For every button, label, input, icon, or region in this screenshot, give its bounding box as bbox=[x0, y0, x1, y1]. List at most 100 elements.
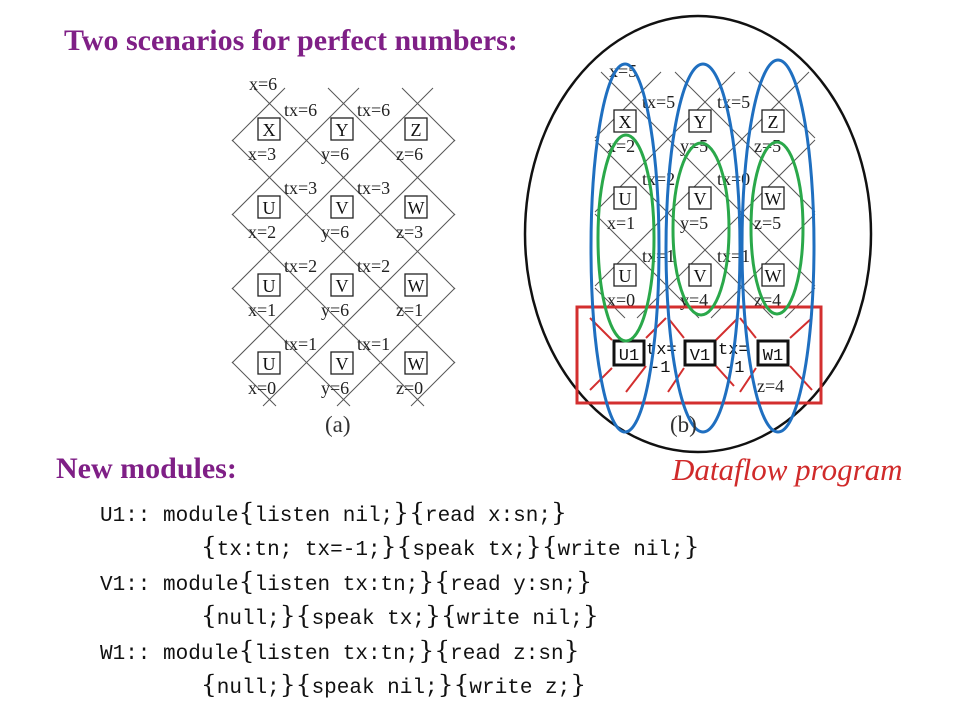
b-lattice-line bbox=[784, 287, 816, 319]
close-brace: } bbox=[380, 532, 397, 562]
code-line: V1:: module{listen tx:tn;}{read y:sn;} bbox=[100, 567, 700, 601]
b-module-box bbox=[688, 109, 712, 133]
a-lattice-line bbox=[336, 287, 456, 407]
code-line: {tx:tn; tx=-1;}{speak tx;}{write nil;} bbox=[100, 532, 700, 566]
module-label-v1: V1 bbox=[690, 347, 710, 366]
b-module-box bbox=[688, 263, 712, 287]
b-lattice-line bbox=[600, 71, 816, 287]
a-module-box bbox=[257, 273, 281, 297]
new-module-row: U1 V1 W1 tx= -1 tx= -1 z=4 bbox=[589, 317, 813, 396]
open-brace: { bbox=[200, 532, 217, 562]
a-lattice-line bbox=[231, 87, 434, 290]
code-line: {null;}{speak nil;}{write z;} bbox=[100, 670, 700, 704]
a-lattice-line bbox=[262, 213, 456, 407]
b-lattice-line bbox=[636, 139, 816, 319]
code-prefix bbox=[100, 539, 201, 562]
b-module-label: W bbox=[765, 266, 782, 286]
b-lattice-line bbox=[594, 71, 810, 287]
close-brace: } bbox=[437, 670, 454, 700]
a-lattice-line bbox=[231, 361, 277, 407]
slide-title: Two scenarios for perfect numbers: bbox=[64, 24, 518, 57]
column-groupings bbox=[589, 58, 816, 434]
code-prefix: U1:: module bbox=[100, 505, 239, 528]
code-part: read y:sn; bbox=[450, 573, 577, 597]
close-brace: } bbox=[683, 532, 700, 562]
open-brace: { bbox=[453, 670, 470, 700]
code-line: U1:: module{listen nil;}{read x:sn;} bbox=[100, 498, 700, 532]
outer-ellipse bbox=[523, 14, 873, 454]
green-ellipse-column-1 bbox=[596, 133, 656, 343]
a-value-label: x=1 bbox=[248, 300, 276, 320]
b-module-box bbox=[688, 186, 712, 210]
a-lattice-line bbox=[410, 361, 456, 407]
a-module-label: Z bbox=[411, 120, 422, 140]
code-part: write nil; bbox=[456, 608, 583, 632]
a-module-label: U bbox=[263, 354, 276, 374]
b-module-label: W bbox=[765, 189, 782, 209]
module-box-w1 bbox=[756, 339, 790, 367]
b-value-label: x=0 bbox=[607, 290, 635, 310]
a-module-box bbox=[257, 195, 281, 219]
a-tx-label: tx=3 bbox=[284, 178, 317, 198]
code-part: listen nil; bbox=[254, 505, 394, 528]
open-brace: { bbox=[200, 670, 217, 700]
a-module-label: V bbox=[336, 354, 349, 374]
a-value-label: y=6 bbox=[321, 222, 349, 242]
figure-b-caption: (b) bbox=[670, 412, 697, 437]
a-module-box bbox=[404, 273, 428, 297]
b-module-label: U bbox=[619, 189, 632, 209]
a-lattice-line bbox=[401, 87, 456, 142]
a-module-label: V bbox=[336, 198, 349, 218]
b-module-box bbox=[613, 186, 637, 210]
b-value-label: y=5 bbox=[680, 213, 708, 233]
open-brace: { bbox=[434, 635, 451, 665]
open-brace: { bbox=[396, 532, 413, 562]
close-brace: } bbox=[551, 498, 567, 527]
close-brace: } bbox=[418, 635, 435, 665]
b-module-label: X bbox=[619, 112, 632, 132]
close-brace: } bbox=[393, 498, 410, 527]
code-part: write z; bbox=[469, 677, 571, 701]
a-module-label: V bbox=[336, 276, 349, 296]
b-module-box bbox=[613, 109, 637, 133]
b-module-label: Y bbox=[694, 112, 707, 132]
new-row-tx-left-value: -1 bbox=[650, 359, 670, 378]
a-value-label: z=0 bbox=[396, 378, 423, 398]
module-box-u1 bbox=[612, 339, 646, 367]
figure-a-caption: (a) bbox=[325, 412, 351, 437]
a-module-box bbox=[404, 117, 428, 141]
code-part: read z:sn bbox=[450, 642, 564, 666]
module-box-v1 bbox=[683, 339, 717, 367]
a-module-box bbox=[257, 351, 281, 375]
b-module-box bbox=[761, 263, 785, 287]
blue-ellipse-column-2 bbox=[664, 62, 742, 434]
new-row-tx-right-value: -1 bbox=[724, 359, 744, 378]
a-module-label: X bbox=[263, 120, 276, 140]
b-value-label: x=2 bbox=[607, 136, 635, 156]
section-heading: New modules: bbox=[56, 452, 237, 485]
open-brace: { bbox=[541, 532, 558, 562]
a-module-box bbox=[404, 195, 428, 219]
a-module-label: U bbox=[263, 198, 276, 218]
a-module-box bbox=[330, 195, 354, 219]
a-tx-label: tx=1 bbox=[357, 334, 390, 354]
code-line: W1:: module{listen tx:tn;}{read z:sn} bbox=[100, 636, 700, 670]
open-brace: { bbox=[295, 670, 312, 700]
a-value-label: z=6 bbox=[396, 144, 423, 164]
b-tx-label: tx=1 bbox=[717, 246, 750, 266]
open-brace: { bbox=[295, 601, 312, 631]
close-brace: } bbox=[563, 635, 580, 665]
code-part: speak nil; bbox=[311, 677, 438, 701]
close-brace: } bbox=[279, 601, 296, 631]
a-tx-label: tx=1 bbox=[284, 334, 317, 354]
b-module-box bbox=[761, 186, 785, 210]
b-tx-label: tx=5 bbox=[642, 92, 675, 112]
close-brace: } bbox=[279, 670, 296, 700]
b-lattice-line bbox=[594, 287, 626, 319]
close-brace: } bbox=[582, 601, 599, 631]
